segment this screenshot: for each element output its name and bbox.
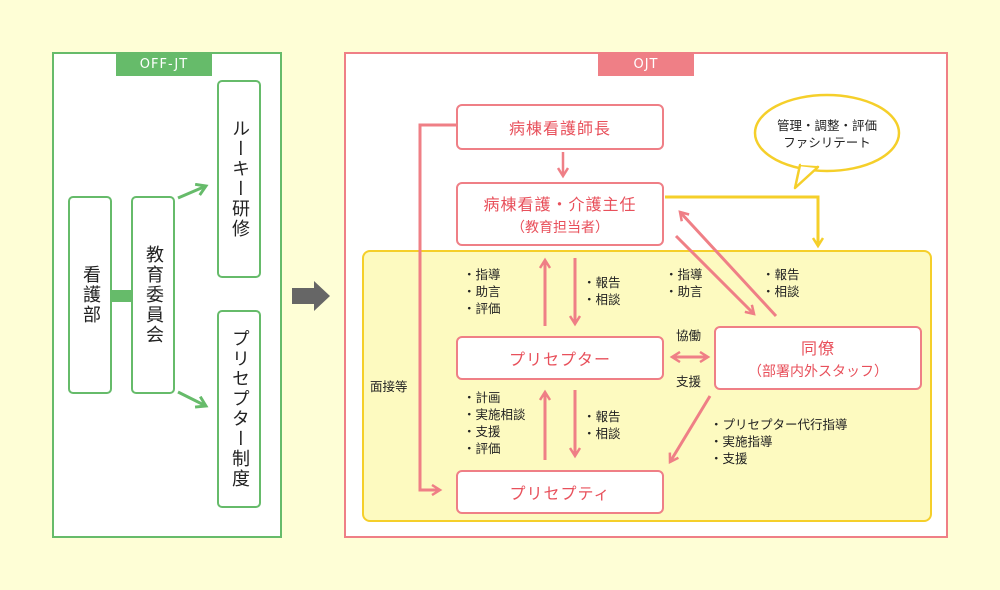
arrow-colleague-to-preceptee (670, 395, 712, 462)
speech-bubble-tail (793, 163, 820, 190)
note-item: ・評価 (463, 301, 501, 316)
chief-label: 病棟看護・介護主任 (483, 195, 637, 214)
notes-preceptor-to-preceptee: ・計画 ・実施相談 ・支援 ・評価 (463, 389, 526, 457)
arrow-to-rookie (177, 186, 206, 200)
preceptor-system-label: プリセプター制度 (229, 329, 250, 489)
off-to-ojt-arrow (292, 281, 330, 311)
notes-preceptee-to-preceptor: ・報告 ・相談 (583, 408, 621, 442)
bubble-line-2: ファシリテート (783, 135, 871, 150)
notes-colleague-to-preceptee: ・プリセプター代行指導 ・実施指導 ・支援 (710, 416, 848, 467)
arrow-chief-to-area (665, 195, 818, 246)
note-item: ・プリセプター代行指導 (710, 417, 848, 432)
rookie-training-label: ルーキー研修 (229, 119, 250, 239)
note-item: ・相談 (583, 292, 621, 307)
chief-box: 病棟看護・介護主任 （教育担当者） (456, 182, 664, 246)
arrow-interview (418, 123, 456, 490)
preceptee-box: プリセプティ (456, 470, 664, 514)
nursing-dept-label: 看護部 (80, 265, 101, 325)
connector-dept-committee (111, 290, 133, 302)
off-jt-tag: OFF-JT (116, 54, 212, 76)
preceptor-system-box: プリセプター制度 (217, 310, 261, 508)
note-item: ・相談 (762, 284, 800, 299)
colleague-label: 同僚 (800, 339, 835, 358)
speech-bubble (753, 93, 901, 173)
education-committee-label: 教育委員会 (143, 245, 164, 345)
education-committee-box: 教育委員会 (131, 196, 175, 394)
notes-chief-to-preceptor: ・指導 ・助言 ・評価 (463, 266, 501, 317)
ojt-tag: OJT (598, 54, 694, 76)
note-item: ・実施指導 (710, 434, 773, 449)
preceptor-label: プリセプター (508, 350, 611, 369)
arrow-to-preceptor-system (177, 390, 206, 406)
speech-bubble-text: 管理・調整・評価 ファシリテート (760, 117, 894, 151)
notes-chief-to-colleague: ・指導 ・助言 (665, 266, 703, 300)
notes-colleague-to-chief: ・報告 ・相談 (762, 266, 800, 300)
note-item: ・計画 (463, 390, 501, 405)
preceptee-label: プリセプティ (509, 484, 611, 503)
colleague-sublabel: （部署内外スタッフ） (748, 364, 888, 380)
preceptor-box: プリセプター (456, 336, 664, 380)
note-item: ・評価 (463, 441, 501, 456)
note-item: ・報告 (583, 409, 621, 424)
note-item: ・助言 (665, 284, 703, 299)
arrow-chief-to-colleague (674, 234, 754, 314)
note-item: ・助言 (463, 284, 501, 299)
arrow-colleague-to-chief (680, 212, 778, 318)
ward-head-nurse-box: 病棟看護師長 (456, 104, 664, 150)
rookie-training-box: ルーキー研修 (217, 80, 261, 278)
note-item: ・支援 (463, 424, 501, 439)
support-label: 支援 (676, 374, 702, 389)
chief-sublabel: （教育担当者） (511, 220, 609, 236)
notes-preceptor-to-chief: ・報告 ・相談 (583, 274, 621, 308)
cooperation-label: 協働 (676, 328, 702, 343)
colleague-box: 同僚 （部署内外スタッフ） (714, 326, 922, 390)
note-item: ・支援 (710, 451, 748, 466)
note-item: ・指導 (463, 267, 501, 282)
note-item: ・指導 (665, 267, 703, 282)
note-item: ・報告 (762, 267, 800, 282)
note-item: ・実施相談 (463, 407, 526, 422)
nursing-dept-box: 看護部 (68, 196, 112, 394)
bubble-line-1: 管理・調整・評価 (776, 118, 877, 133)
interview-label: 面接等 (370, 379, 408, 394)
ward-head-nurse-label: 病棟看護師長 (508, 119, 611, 138)
note-item: ・報告 (583, 275, 621, 290)
note-item: ・相談 (583, 426, 621, 441)
